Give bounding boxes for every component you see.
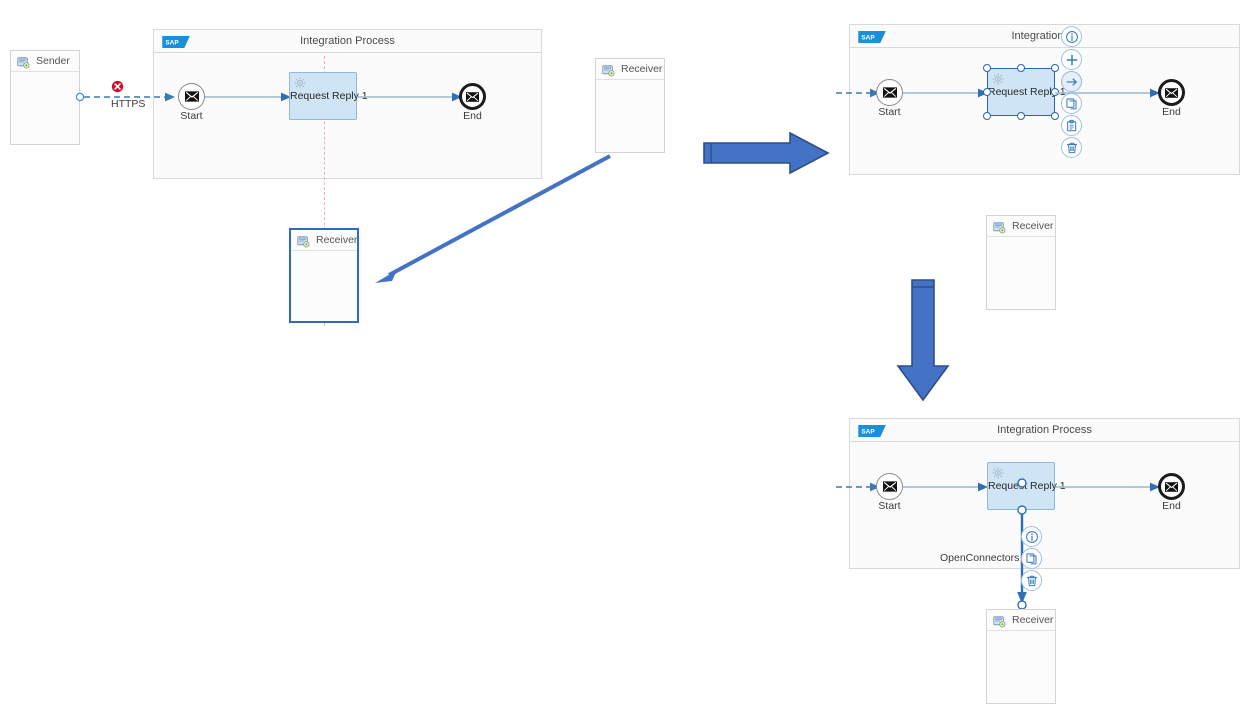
sequence-flow-task-end[interactable]	[357, 88, 462, 106]
sender-participant[interactable]: Sender	[10, 50, 80, 145]
request-reply-label: Request Reply 1	[988, 480, 1066, 492]
resize-handle-e[interactable]	[1051, 88, 1059, 96]
end-event-label: End	[1162, 500, 1181, 512]
sequence-flow-start-task[interactable]	[903, 478, 988, 496]
resize-handle-sw[interactable]	[983, 112, 991, 120]
pool-title: Integration Process	[997, 424, 1092, 436]
pool-title: Integration Pr	[1011, 30, 1078, 42]
resize-handle-se[interactable]	[1051, 112, 1059, 120]
end-event-label: End	[1162, 106, 1181, 118]
step-arrow-down	[896, 279, 950, 402]
resize-handle-n[interactable]	[1017, 64, 1025, 72]
participant-icon	[602, 64, 615, 76]
drag-direction-arrow	[375, 154, 611, 283]
toolbar-connector-button[interactable]	[1061, 71, 1082, 92]
pool-header	[154, 30, 541, 53]
step-arrow-right	[703, 131, 830, 175]
message-flow-stub-bottomright[interactable]	[836, 478, 884, 496]
participant-icon	[993, 221, 1006, 233]
toolbar-copy-button[interactable]	[1021, 548, 1042, 569]
receiver-label: Receiver	[1012, 220, 1054, 232]
end-event[interactable]	[1158, 79, 1185, 106]
toolbar-add-button[interactable]	[1061, 49, 1082, 70]
error-badge-icon	[111, 80, 124, 93]
request-reply-label: Request Reply 1	[988, 86, 1066, 98]
resize-handle-w[interactable]	[983, 88, 991, 96]
participant-icon	[17, 56, 30, 68]
receiver-participant-dragged[interactable]: Receiver	[289, 228, 359, 323]
receiver-label: Receiver	[621, 63, 663, 75]
resize-handle-ne[interactable]	[1051, 64, 1059, 72]
toolbar-delete-button[interactable]	[1061, 137, 1082, 158]
start-event[interactable]	[178, 83, 205, 110]
end-event[interactable]	[1158, 473, 1185, 500]
message-flow-stub-topright[interactable]	[836, 84, 884, 102]
receiver-participant-bottomright[interactable]: Receiver	[986, 609, 1056, 704]
toolbar-delete-button[interactable]	[1021, 570, 1042, 591]
pool-header	[850, 419, 1239, 442]
participant-icon	[993, 615, 1006, 627]
sequence-flow-start-task[interactable]	[903, 84, 988, 102]
request-reply-icon	[992, 72, 1004, 84]
toolbar-info-button[interactable]	[1061, 26, 1082, 47]
start-event-label: Start	[878, 500, 901, 512]
receiver-participant-midright[interactable]: Receiver	[986, 215, 1056, 310]
start-event-label: Start	[180, 110, 203, 122]
receiver-label: Receiver	[316, 234, 358, 246]
participant-icon	[297, 235, 310, 247]
message-flow-https[interactable]	[72, 82, 182, 112]
pool-header	[850, 25, 1239, 48]
end-event[interactable]	[459, 83, 486, 110]
toolbar-paste-button[interactable]	[1061, 115, 1082, 136]
request-reply-task-selected[interactable]: Request Reply 1	[987, 68, 1066, 116]
request-reply-icon	[294, 76, 306, 88]
sequence-flow-task-end[interactable]	[1055, 478, 1160, 496]
toolbar-copy-button[interactable]	[1061, 93, 1082, 114]
receiver-participant-source[interactable]: Receiver	[595, 58, 665, 153]
message-flow-label: HTTPS	[111, 98, 146, 110]
start-event-label: Start	[878, 106, 901, 118]
request-reply-icon	[992, 466, 1004, 478]
message-flow-label: OpenConnectors	[940, 552, 1020, 564]
start-event[interactable]	[876, 79, 903, 106]
alignment-guide	[324, 56, 325, 326]
resize-handle-s[interactable]	[1017, 112, 1025, 120]
request-reply-label: Request Reply 1	[290, 90, 368, 102]
sequence-flow-start-task[interactable]	[205, 88, 291, 106]
resize-handle-nw[interactable]	[983, 64, 991, 72]
toolbar-info-button[interactable]	[1021, 526, 1042, 547]
start-event[interactable]	[876, 473, 903, 500]
end-event-label: End	[463, 110, 482, 122]
request-reply-task[interactable]: Request Reply 1	[289, 72, 368, 120]
sender-label: Sender	[36, 55, 70, 67]
receiver-label: Receiver	[1012, 614, 1054, 626]
pool-title: Integration Process	[300, 35, 395, 47]
